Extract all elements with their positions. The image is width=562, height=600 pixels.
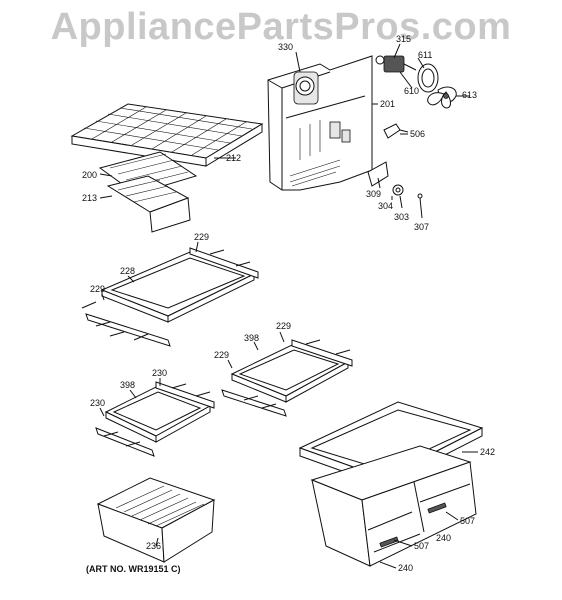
callout-236: 236 bbox=[146, 541, 161, 551]
callout-229-right: 229 bbox=[276, 321, 291, 331]
callout-230-left: 230 bbox=[90, 398, 105, 408]
callout-507-left: 507 bbox=[414, 541, 429, 551]
callout-507-right: 507 bbox=[460, 516, 475, 526]
callout-398-right: 398 bbox=[244, 333, 259, 343]
callout-309: 309 bbox=[366, 189, 381, 199]
callout-212: 212 bbox=[226, 153, 241, 163]
callout-229-mid: 229 bbox=[214, 350, 229, 360]
callout-229-top: 229 bbox=[194, 232, 209, 242]
callout-303: 303 bbox=[394, 212, 409, 222]
callout-610: 610 bbox=[404, 86, 419, 96]
callout-242: 242 bbox=[480, 447, 495, 457]
callout-613: 613 bbox=[462, 90, 477, 100]
callout-240-right: 240 bbox=[436, 533, 451, 543]
callout-228: 228 bbox=[120, 266, 135, 276]
callout-307: 307 bbox=[414, 222, 429, 232]
callout-labels: 330 315 611 610 613 201 506 309 304 303 … bbox=[82, 34, 495, 573]
top-wire-shelf bbox=[70, 103, 264, 233]
callout-229-left: 229 bbox=[90, 284, 105, 294]
callout-315: 315 bbox=[396, 34, 411, 44]
crisper-pan-236 bbox=[96, 477, 216, 563]
callout-240-bottom: 240 bbox=[398, 563, 413, 573]
watermark-logo: AppliancePartsPros.com bbox=[50, 6, 512, 48]
callout-330: 330 bbox=[278, 42, 293, 52]
callout-213: 213 bbox=[82, 193, 97, 203]
callout-201: 201 bbox=[380, 99, 395, 109]
air-duct-assembly bbox=[267, 55, 373, 191]
callout-230-top: 230 bbox=[152, 368, 167, 378]
callout-506: 506 bbox=[410, 129, 425, 139]
art-number-caption: (ART NO. WR19151 C) bbox=[86, 564, 181, 574]
glass-shelf-228 bbox=[81, 247, 259, 347]
pan-cover-and-drawers bbox=[298, 401, 484, 567]
fan-motor-parts bbox=[367, 55, 457, 199]
leader-lines bbox=[99, 43, 478, 569]
callout-398-left: 398 bbox=[120, 380, 135, 390]
callout-611: 611 bbox=[418, 50, 432, 60]
callout-304: 304 bbox=[378, 201, 393, 211]
callout-200: 200 bbox=[82, 170, 97, 180]
glass-shelf-398-right bbox=[221, 339, 353, 417]
glass-shelf-398-left bbox=[95, 381, 215, 457]
